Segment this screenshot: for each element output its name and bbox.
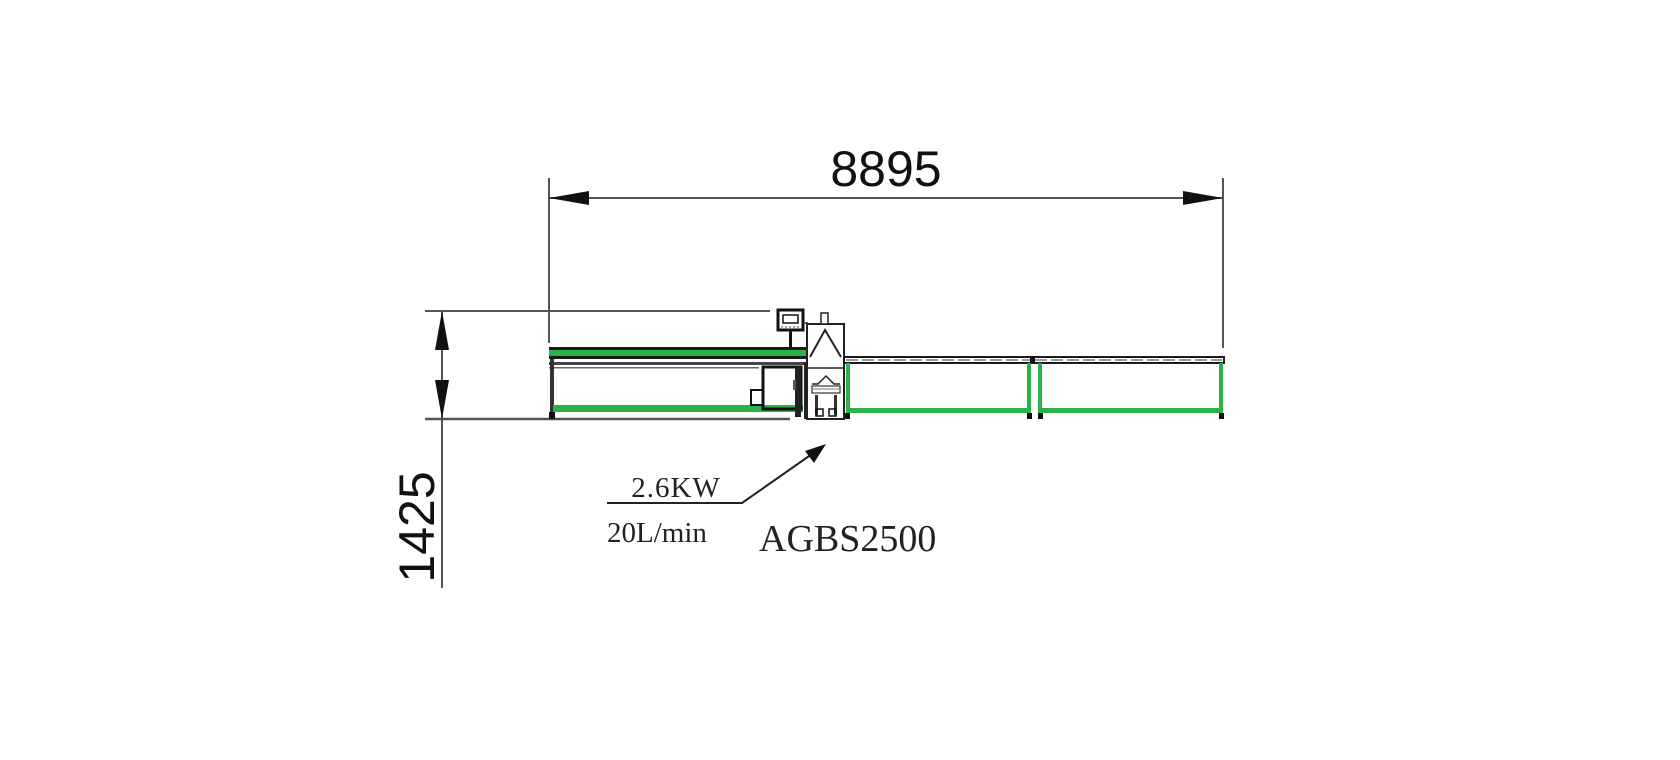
length-dimension-value: 8895 bbox=[830, 141, 941, 197]
outfeed-roller-table-1 bbox=[843, 356, 1034, 419]
outfeed2-bottom-rail bbox=[1038, 408, 1223, 413]
leader-line bbox=[607, 453, 813, 504]
infeed-bottom-green-rail bbox=[553, 405, 803, 412]
machine-top-cap bbox=[820, 312, 829, 325]
infeed-top-green-rail bbox=[549, 350, 807, 356]
infeed-leg-left bbox=[550, 359, 554, 417]
left-arrowhead-icon bbox=[549, 191, 589, 205]
outfeed-roller-table-2 bbox=[1030, 356, 1225, 419]
saw-head-machine bbox=[804, 312, 845, 420]
power-rating-label: 2.6KW bbox=[631, 472, 721, 504]
outfeed1-leg-left bbox=[846, 363, 850, 413]
model-label: AGBS2500 bbox=[759, 518, 936, 560]
small-junction-box bbox=[750, 389, 764, 406]
infeed-table bbox=[549, 347, 807, 419]
height-dimension-value: 1425 bbox=[389, 471, 445, 582]
outfeed2-leg-right bbox=[1219, 363, 1223, 413]
spec-leader-annotation: 2.6KW 20L/min AGBS2500 bbox=[607, 444, 936, 560]
right-arrowhead-icon bbox=[1183, 191, 1223, 205]
blade-guard-triangle bbox=[809, 327, 842, 358]
bottom-arrowhead-icon bbox=[435, 380, 449, 419]
outfeed1-leg-right bbox=[1027, 363, 1031, 413]
control-panel-monitor bbox=[776, 308, 808, 348]
outfeed1-bottom-rail bbox=[846, 408, 1031, 413]
height-dimension: 1425 bbox=[389, 310, 790, 588]
flow-rate-label: 20L/min bbox=[607, 517, 707, 549]
leader-arrowhead-icon bbox=[805, 444, 826, 463]
outfeed2-leg-left bbox=[1038, 363, 1042, 413]
machine-housing bbox=[806, 323, 845, 420]
top-arrowhead-icon bbox=[435, 311, 449, 350]
length-dimension: 8895 bbox=[548, 141, 1224, 348]
